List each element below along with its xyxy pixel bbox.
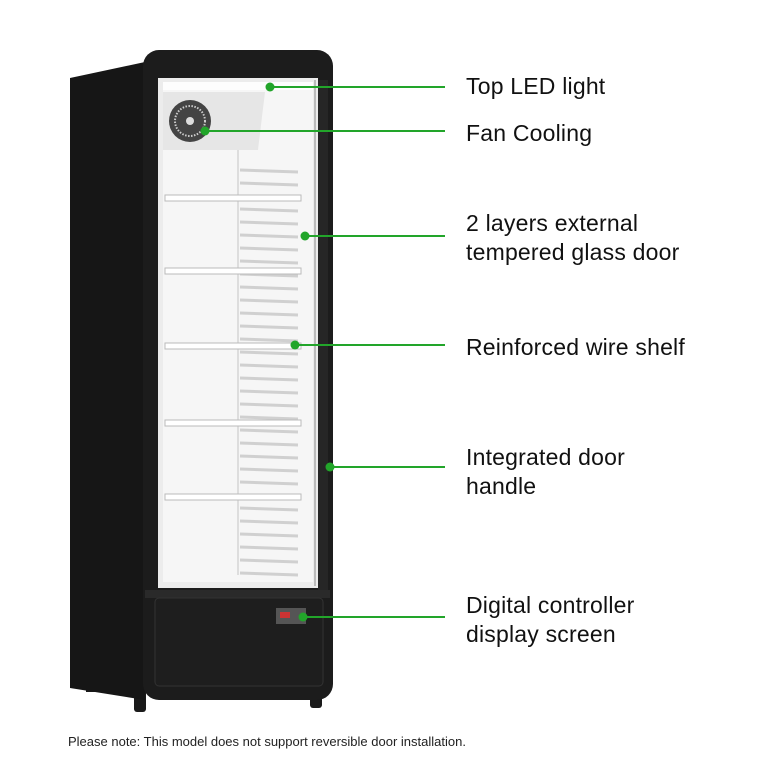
wire-shelf xyxy=(164,419,302,427)
callout-label-fan-cooling: Fan Cooling xyxy=(466,119,592,148)
wire-shelf xyxy=(164,342,302,350)
wire-rung xyxy=(239,363,299,369)
callout-label-line: handle xyxy=(466,473,537,499)
wire-rung xyxy=(239,324,299,330)
top-led-light xyxy=(163,82,313,90)
wire-rung xyxy=(239,558,299,564)
callout-label-line: Top LED light xyxy=(466,73,606,99)
wire-rung xyxy=(239,428,299,434)
callout-label-line: Fan Cooling xyxy=(466,120,593,146)
callout-label-line: display screen xyxy=(466,621,616,647)
wire-rung xyxy=(239,506,299,512)
wire-rung xyxy=(239,298,299,304)
wire-rung xyxy=(239,181,299,187)
door-handle xyxy=(318,80,328,590)
wire-rung xyxy=(239,285,299,291)
wire-rung xyxy=(239,532,299,538)
wire-rung xyxy=(239,467,299,473)
wire-rung xyxy=(239,311,299,317)
wire-rung xyxy=(239,402,299,408)
wire-rung xyxy=(239,441,299,447)
callout-label-line: Digital controller xyxy=(466,592,635,618)
wire-rung xyxy=(239,545,299,551)
wire-rung xyxy=(239,454,299,460)
callout-label-wire-shelf: Reinforced wire shelf xyxy=(466,333,685,362)
wire-rung xyxy=(239,519,299,525)
wire-shelf xyxy=(164,194,302,202)
callout-label-glass-door: 2 layers external tempered glass door xyxy=(466,209,679,267)
callout-dot xyxy=(290,340,300,350)
wire-rung xyxy=(239,389,299,395)
wire-shelf xyxy=(164,267,302,275)
wire-rung xyxy=(239,480,299,486)
callout-dot xyxy=(298,612,308,622)
wire-rung xyxy=(239,220,299,226)
wire-rung xyxy=(239,571,299,577)
callout-dot xyxy=(265,82,275,92)
callout-label-line: Reinforced wire shelf xyxy=(466,334,685,360)
wire-rung xyxy=(239,337,299,343)
fridge-side-panel xyxy=(70,62,145,700)
wire-rung xyxy=(239,376,299,382)
callout-label-top-led-light: Top LED light xyxy=(466,72,605,101)
wire-rung xyxy=(239,350,299,356)
callout-label-digital-controller: Digital controller display screen xyxy=(466,591,635,649)
callout-dot xyxy=(200,126,210,136)
wire-shelf xyxy=(164,493,302,501)
callout-dot xyxy=(300,231,310,241)
wire-rung xyxy=(239,168,299,174)
disclaimer-note: Please note: This model does not support… xyxy=(68,734,466,749)
wire-rung xyxy=(239,259,299,265)
callout-label-line: tempered glass door xyxy=(466,239,680,265)
wire-rung xyxy=(239,246,299,252)
wire-rung xyxy=(239,207,299,213)
wire-rung xyxy=(239,415,299,421)
wire-rung xyxy=(239,233,299,239)
callout-label-line: Integrated door xyxy=(466,444,626,470)
callout-dot xyxy=(325,462,335,472)
callout-label-line: 2 layers external xyxy=(466,210,639,236)
callout-label-door-handle: Integrated door handle xyxy=(466,443,625,501)
